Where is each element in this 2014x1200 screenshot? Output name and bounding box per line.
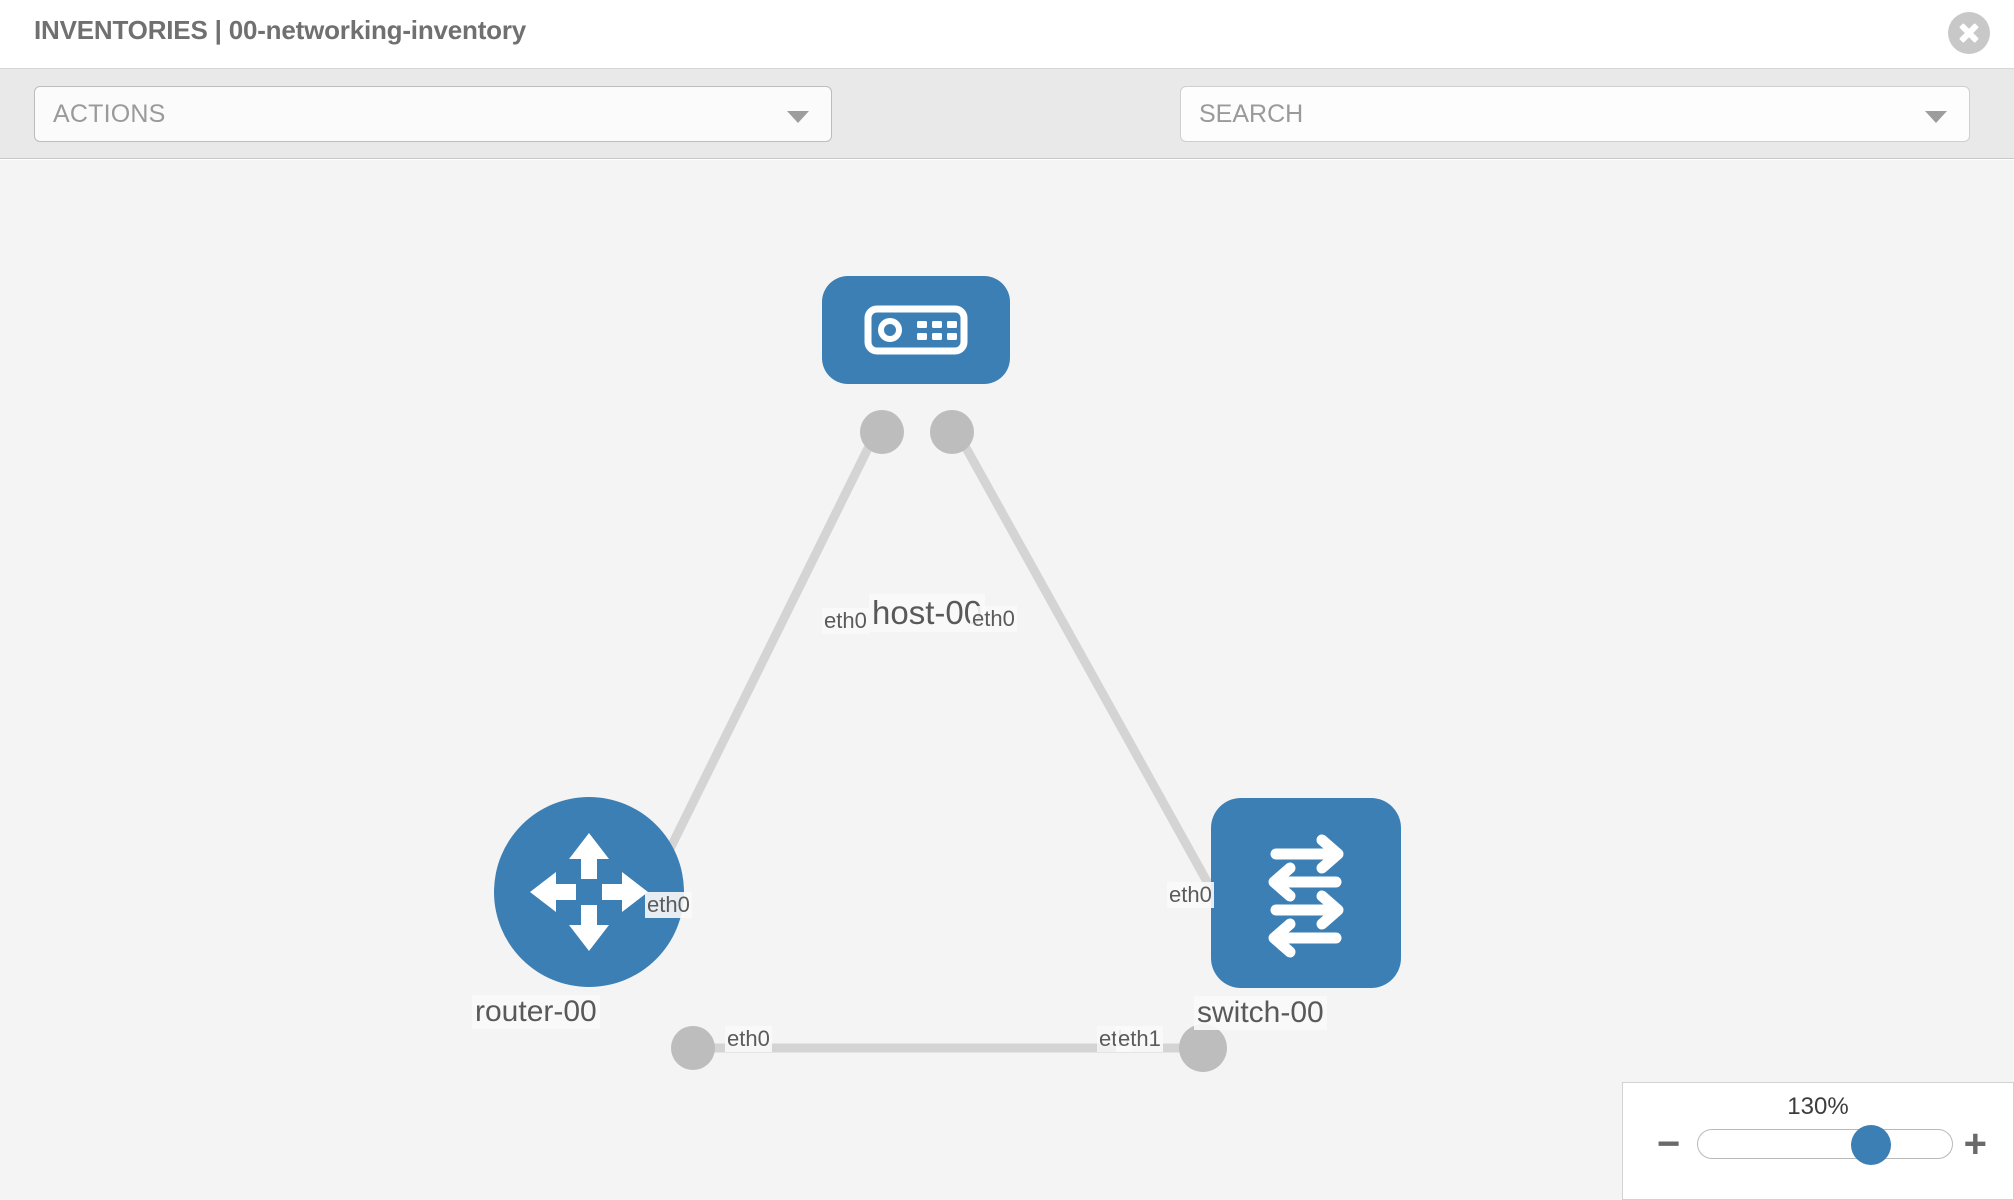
port-label-host00-left: eth0 <box>822 608 869 634</box>
port-label-host00-right: eth0 <box>970 606 1017 632</box>
port-label-switch00-eth1: eth1 <box>1116 1026 1163 1052</box>
zoom-level-value: 130% <box>1787 1093 1849 1120</box>
connector-host00-right <box>930 410 974 454</box>
chevron-down-icon <box>787 111 809 123</box>
connector-router00-right <box>671 1026 715 1070</box>
search-input[interactable] <box>1199 87 1899 141</box>
actions-dropdown[interactable]: ACTIONS <box>34 86 832 142</box>
link-host00-switch00 <box>950 423 1250 955</box>
search-field[interactable] <box>1180 86 1970 142</box>
switch-bidirectional-arrows-icon <box>1268 834 1344 958</box>
toolbar: ACTIONS <box>0 69 2014 199</box>
node-label-switch-00: switch-00 <box>1194 996 1327 1030</box>
router-shape[interactable] <box>494 797 684 987</box>
zoom-control-panel: 130% − + <box>1622 1082 2014 1200</box>
page-title: INVENTORIES | 00-networking-inventory <box>34 15 527 45</box>
connector-knobs <box>671 410 1259 1072</box>
port-label-router00-eth0: eth0 <box>725 1026 772 1052</box>
connector-switch00-left <box>1179 1024 1227 1072</box>
port-label-router00-uplink: eth0 <box>645 892 692 918</box>
chevron-down-icon[interactable] <box>1925 111 1947 123</box>
router-four-arrows-icon <box>530 833 648 951</box>
server-device-icon <box>864 305 968 355</box>
zoom-out-button[interactable]: − <box>1657 1122 1681 1166</box>
port-label-switch00-uplink: eth0 <box>1167 882 1214 908</box>
zoom-in-button[interactable]: + <box>1963 1122 1987 1166</box>
node-label-host-00: host-00 <box>869 594 986 632</box>
topology-canvas[interactable]: host-00 router-00 <box>0 160 2014 1200</box>
connector-host00-left <box>860 410 904 454</box>
host-shape[interactable] <box>822 276 1010 384</box>
switch-shape[interactable] <box>1211 798 1401 988</box>
close-icon[interactable] <box>1948 12 1990 54</box>
node-label-router-00: router-00 <box>472 995 600 1029</box>
actions-dropdown-label: ACTIONS <box>53 100 166 128</box>
zoom-slider-track[interactable] <box>1697 1125 1953 1165</box>
zoom-slider-thumb[interactable] <box>1850 1125 1891 1165</box>
window-title-bar: INVENTORIES | 00-networking-inventory <box>0 0 2014 69</box>
